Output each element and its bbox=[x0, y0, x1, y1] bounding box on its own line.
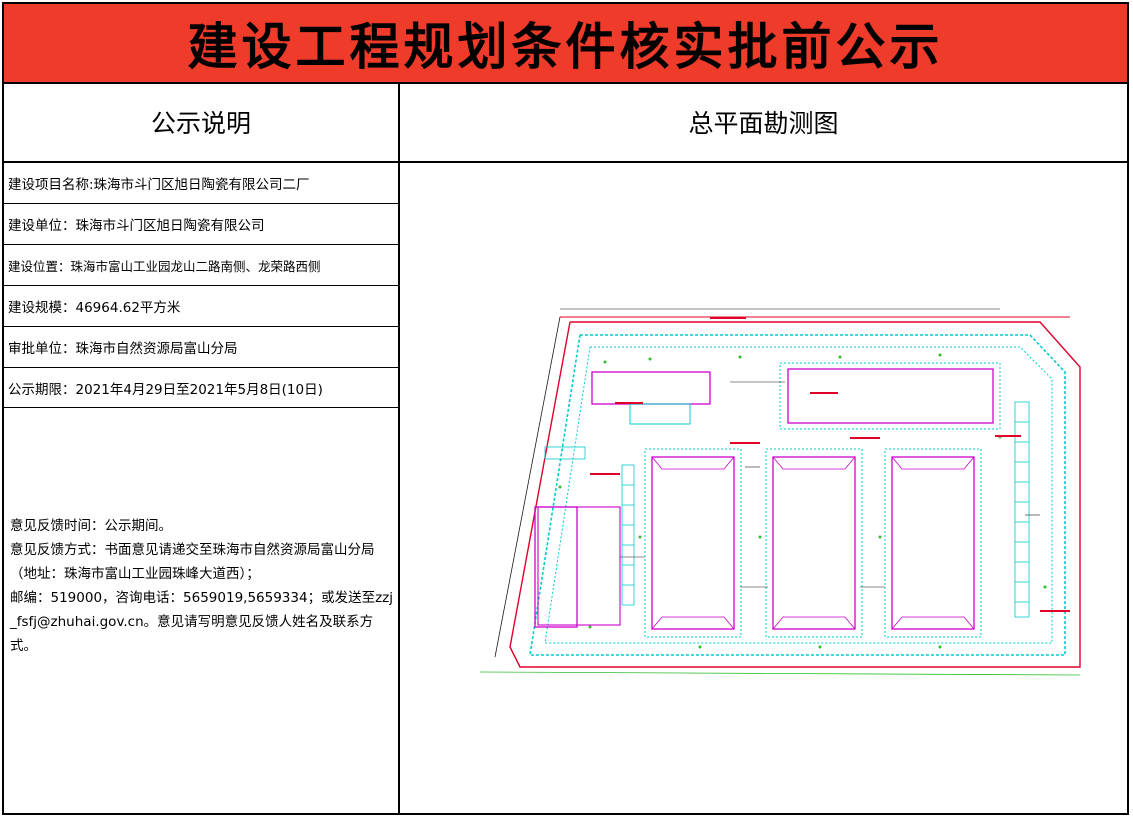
building-e-ridge bbox=[772, 456, 856, 470]
building-d-frame bbox=[644, 448, 742, 638]
building-e bbox=[772, 456, 856, 630]
vegetation-markers bbox=[558, 353, 1047, 649]
label-tags bbox=[590, 317, 1070, 612]
building-b bbox=[787, 368, 994, 424]
feedback-section: 意见反馈时间：公示期间。 意见反馈方式：书面意见请递交至珠海市自然资源局富山分局… bbox=[10, 514, 394, 658]
construction-location-row: 建设位置：珠海市富山工业园龙山二路南侧、龙荣路西侧 bbox=[4, 245, 398, 286]
building-f-ridge bbox=[891, 456, 975, 470]
building-e-frame bbox=[765, 448, 863, 638]
left-road-line bbox=[494, 316, 561, 658]
feedback-time: 意见反馈时间：公示期间。 bbox=[10, 518, 172, 534]
building-d-ridge bbox=[651, 456, 735, 470]
building-c-main bbox=[537, 506, 621, 626]
site-plan-heading: 总平面勘测图 bbox=[400, 82, 1127, 163]
building-f-frame bbox=[884, 448, 982, 638]
banner: 建设工程规划条件核实批前公示 bbox=[4, 4, 1127, 84]
building-f bbox=[891, 456, 975, 630]
feedback-contact: 邮编：519000，咨询电话：5659019,5659334；或发送至zzj_f… bbox=[10, 590, 393, 654]
building-c bbox=[534, 506, 578, 628]
site-plan-drawing bbox=[440, 287, 1090, 687]
project-name-row: 建设项目名称:珠海市斗门区旭日陶瓷有限公司二厂 bbox=[4, 163, 398, 204]
building-d-ridge-bottom bbox=[651, 616, 735, 630]
building-a-annex bbox=[629, 403, 691, 425]
construction-scale-row: 建设规模：46964.62平方米 bbox=[4, 286, 398, 327]
feedback-method: 意见反馈方式：书面意见请递交至珠海市自然资源局富山分局（地址：珠海市富山工业园珠… bbox=[10, 542, 375, 582]
building-a bbox=[591, 371, 711, 405]
dimension-marks bbox=[620, 381, 1040, 588]
banner-title: 建设工程规划条件核实批前公示 bbox=[187, 18, 944, 76]
parking-left bbox=[544, 446, 635, 606]
notice-info-column: 公示说明 建设项目名称:珠海市斗门区旭日陶瓷有限公司二厂 建设单位：珠海市斗门区… bbox=[4, 82, 400, 813]
notice-period-row: 公示期限：2021年4月29日至2021年5月8日(10日) bbox=[4, 368, 398, 408]
building-d bbox=[651, 456, 735, 630]
parking-right bbox=[1014, 401, 1030, 618]
road-edge-inner bbox=[544, 346, 1053, 644]
notice-info-heading: 公示说明 bbox=[4, 82, 398, 163]
building-f-ridge-bottom bbox=[891, 616, 975, 630]
building-e-ridge-bottom bbox=[772, 616, 856, 630]
site-plan-column: 总平面勘测图 bbox=[400, 82, 1127, 813]
building-b-frame bbox=[779, 362, 1001, 430]
approval-unit-row: 审批单位：珠海市自然资源局富山分局 bbox=[4, 327, 398, 368]
road-edge-outer bbox=[529, 334, 1066, 656]
construction-unit-row: 建设单位：珠海市斗门区旭日陶瓷有限公司 bbox=[4, 204, 398, 245]
site-plan-svg bbox=[479, 308, 1081, 676]
site-boundary bbox=[509, 321, 1081, 668]
bottom-road-line bbox=[479, 671, 1081, 676]
